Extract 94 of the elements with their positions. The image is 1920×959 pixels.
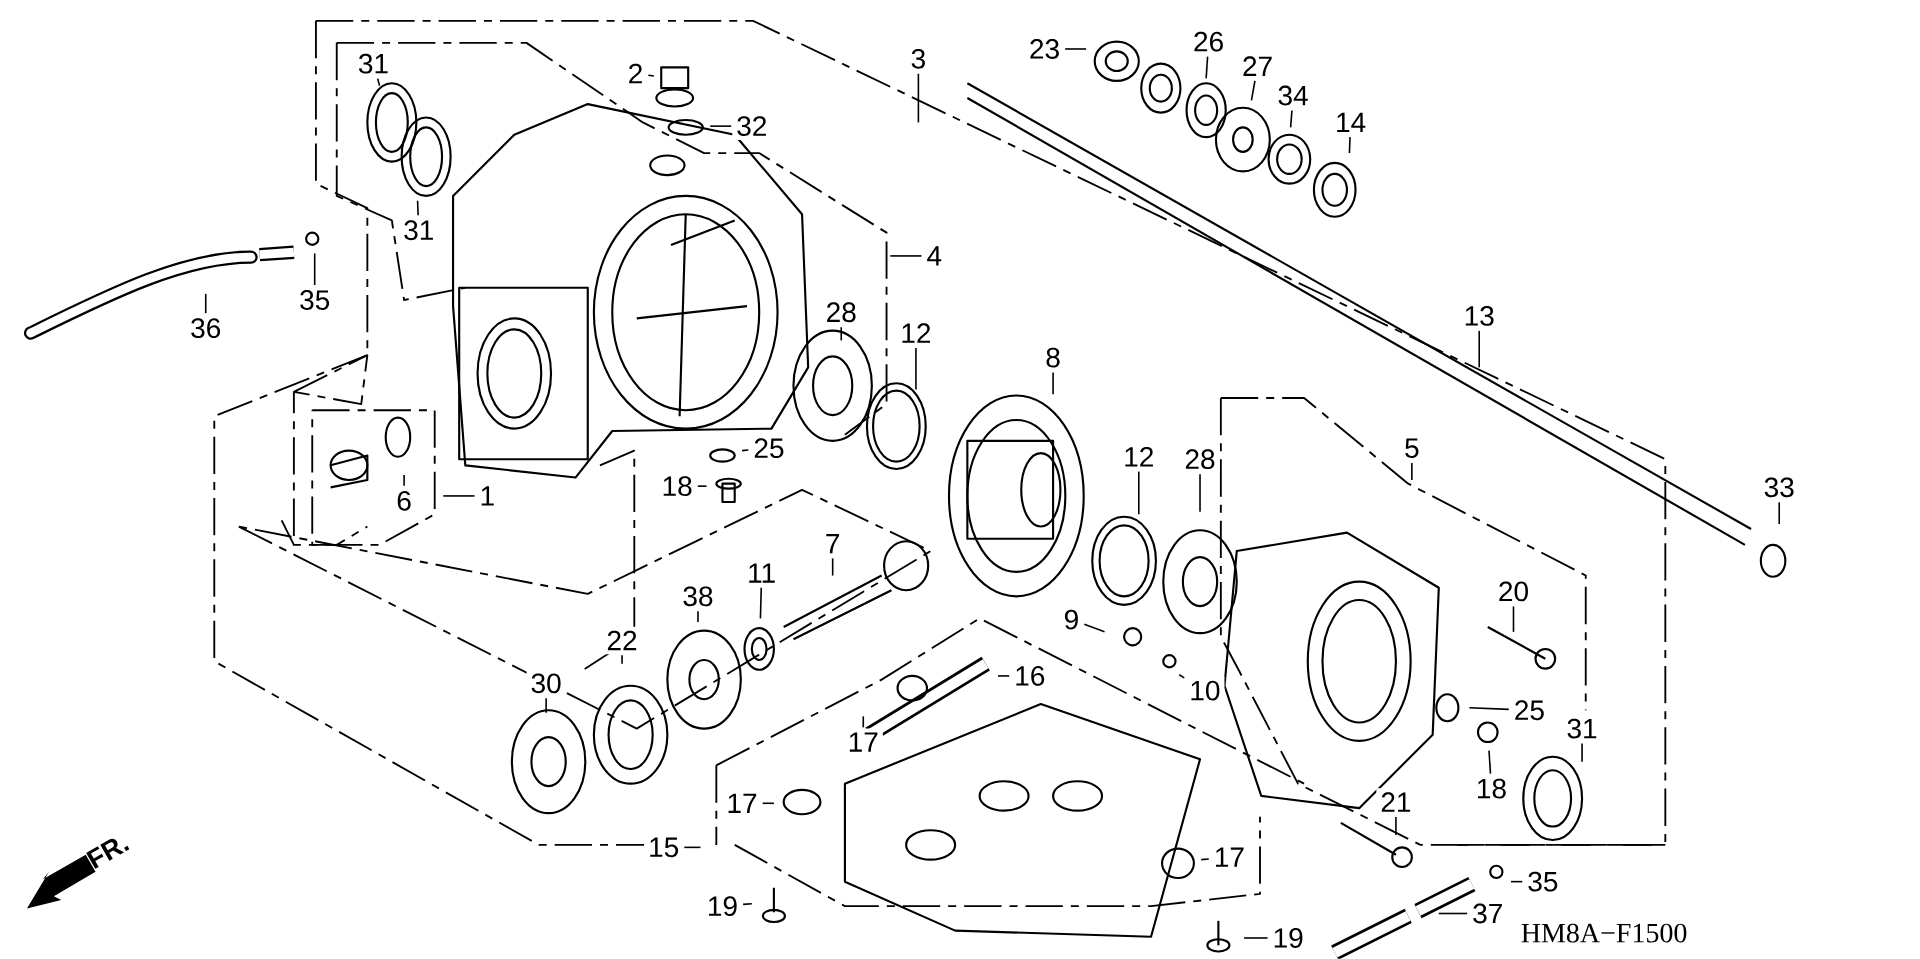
callout-number: 25 (749, 434, 789, 463)
leader-line (1083, 623, 1106, 633)
callout-number: 28 (1180, 445, 1220, 474)
callout-number: 12 (896, 319, 936, 347)
callout-number: 17 (722, 789, 762, 817)
leader-line (840, 326, 843, 342)
leader-line (697, 485, 708, 488)
callout-number: 1 (475, 482, 500, 510)
callout-number: 6 (392, 487, 416, 515)
leader-line (1438, 912, 1468, 915)
callout-number: 31 (399, 216, 439, 245)
leader-line (1778, 501, 1780, 525)
callout-number: 10 (1185, 676, 1225, 705)
callout-number: 35 (295, 286, 335, 315)
leader-line (741, 449, 750, 452)
leader-line (1488, 749, 1492, 775)
callout-number: 38 (678, 582, 718, 611)
callout-number: 19 (702, 892, 743, 921)
leader-line (742, 903, 753, 906)
leader-line (416, 200, 419, 217)
leader-line (759, 587, 763, 620)
leader-line (1200, 858, 1210, 861)
leader-line (1250, 80, 1256, 102)
direction-label: FR. (86, 838, 130, 869)
leader-line (647, 74, 655, 77)
callout-number: 5 (1400, 434, 1424, 463)
leader-line (403, 474, 405, 487)
callout-number: 2 (623, 59, 648, 88)
callout-number: 9 (1059, 605, 1084, 634)
callout-number: 33 (1759, 473, 1799, 502)
callout-number: 25 (1509, 696, 1549, 725)
callout-number: 28 (821, 298, 861, 327)
callout-number: 14 (1331, 108, 1371, 137)
callout-number: 37 (1468, 899, 1508, 928)
callout-number: 26 (1189, 27, 1229, 56)
callout-number: 4 (922, 242, 947, 270)
leader-line (621, 654, 623, 665)
leader-line (862, 715, 865, 729)
callout-number: 31 (1562, 714, 1602, 743)
leader-line (545, 697, 547, 714)
callout-number: 18 (657, 472, 697, 501)
callout-number: 18 (1471, 774, 1511, 803)
leader-line (997, 675, 1010, 677)
callout-number: 12 (1119, 443, 1159, 471)
callout-number: 19 (1268, 924, 1308, 952)
leader-line (1064, 48, 1087, 50)
leader-line (1243, 937, 1269, 939)
leader-line (1199, 473, 1201, 513)
leader-line (1468, 707, 1510, 711)
leader-line (831, 557, 834, 577)
callout-number: 3 (906, 44, 931, 73)
callout-number: 20 (1493, 577, 1534, 606)
leader-line (204, 293, 207, 315)
leader-line (1510, 880, 1524, 883)
leader-line (1289, 109, 1293, 129)
callout-number: 16 (1010, 662, 1050, 690)
leader-line (917, 73, 920, 124)
leader-line (376, 77, 381, 87)
leader-line (1395, 816, 1397, 837)
callout-number: 11 (743, 559, 781, 587)
callout-number: 22 (602, 626, 642, 655)
callout-number: 17 (843, 728, 883, 756)
callout-number: 27 (1238, 52, 1278, 80)
leader-line (1411, 462, 1413, 481)
callout-number: 15 (644, 833, 684, 862)
callout-number: 7 (820, 530, 845, 558)
callout-number: 13 (1459, 302, 1499, 330)
leader-line (313, 252, 316, 286)
callout-number: 31 (353, 49, 394, 78)
leader-line (889, 255, 923, 257)
leader-line (697, 610, 699, 623)
leader-line (1138, 470, 1140, 516)
callout-number: 21 (1376, 788, 1416, 816)
leader-line (1512, 605, 1515, 633)
figure-code: HM8A−F1500 (1521, 923, 1687, 943)
callout-number: 34 (1273, 81, 1313, 110)
leader-line (1348, 136, 1351, 154)
leader-line (1478, 330, 1480, 369)
leader-line (1052, 371, 1054, 396)
callout-number: 35 (1523, 867, 1563, 896)
leader-line (442, 495, 476, 497)
leader-line (1178, 674, 1186, 679)
callout-number: 17 (1209, 843, 1249, 871)
callout-number: 36 (186, 314, 226, 343)
leader-line (761, 802, 775, 805)
leader-line (915, 347, 917, 391)
callout-number: 30 (526, 669, 566, 698)
callout-number: 32 (732, 112, 772, 141)
leader-line (1205, 55, 1209, 80)
leader-line (709, 125, 732, 128)
leader-line (1581, 742, 1583, 763)
callout-number: 8 (1041, 343, 1065, 372)
leader-line (683, 846, 702, 849)
callout-number: 23 (1024, 35, 1065, 63)
